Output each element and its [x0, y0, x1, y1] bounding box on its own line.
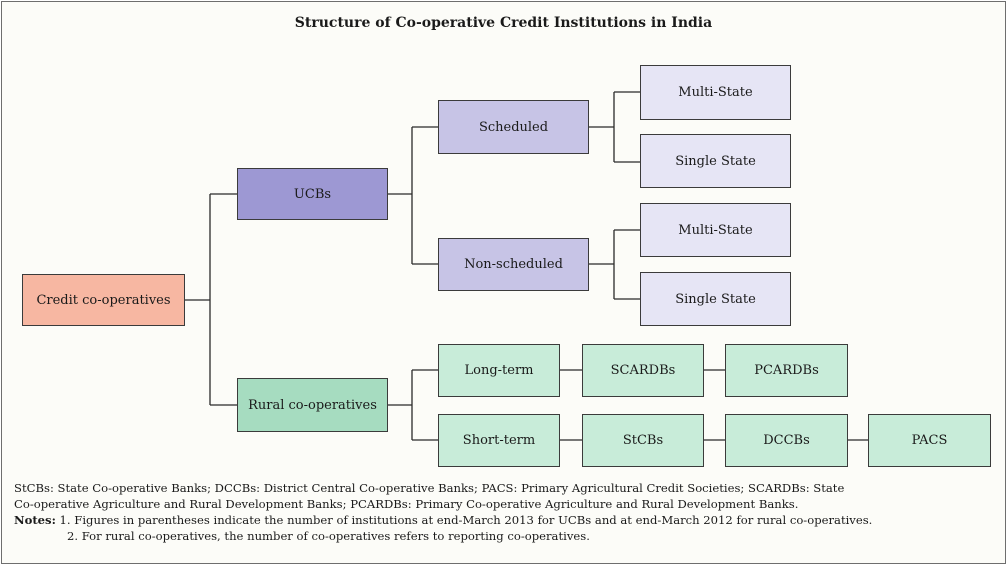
connector-rural	[387, 369, 438, 441]
note-1: Notes: 1. Figures in parentheses indicat…	[14, 512, 994, 528]
node-pacs: PACS	[868, 414, 991, 467]
connector-lines	[185, 91, 868, 441]
connector-nonscheduled	[589, 229, 640, 300]
node-ucbs: UCBs	[237, 168, 388, 220]
connector-scheduled	[589, 91, 640, 163]
abbreviations-line-2: Co-operative Agriculture and Rural Devel…	[14, 497, 799, 511]
node-rural-cooperatives: Rural co-operatives	[237, 378, 388, 432]
node-long-term: Long-term	[438, 344, 560, 397]
node-non-scheduled-multi-state: Multi-State	[640, 203, 791, 257]
connector-root	[185, 193, 237, 406]
notes-label: Notes:	[14, 513, 56, 527]
note-1-text: 1. Figures in parentheses indicate the n…	[55, 513, 873, 527]
note-2: 2. For rural co-operatives, the number o…	[67, 529, 590, 543]
node-dccbs: DCCBs	[725, 414, 848, 467]
footnotes: StCBs: State Co-operative Banks; DCCBs: …	[14, 480, 994, 544]
node-scheduled-multi-state: Multi-State	[640, 65, 791, 120]
node-stcbs: StCBs	[582, 414, 704, 467]
node-short-term: Short-term	[438, 414, 560, 467]
node-pcardbs: PCARDBs	[725, 344, 848, 397]
node-scardbs: SCARDBs	[582, 344, 704, 397]
connector-ucbs	[387, 126, 438, 265]
diagram-title: Structure of Co-operative Credit Institu…	[294, 15, 713, 31]
node-credit-cooperatives: Credit co-operatives	[22, 274, 185, 326]
node-scheduled: Scheduled	[438, 100, 589, 154]
node-non-scheduled-single-state: Single State	[640, 272, 791, 326]
abbreviations-line-1: StCBs: State Co-operative Banks; DCCBs: …	[14, 481, 845, 495]
node-non-scheduled: Non-scheduled	[438, 238, 589, 291]
node-scheduled-single-state: Single State	[640, 134, 791, 188]
